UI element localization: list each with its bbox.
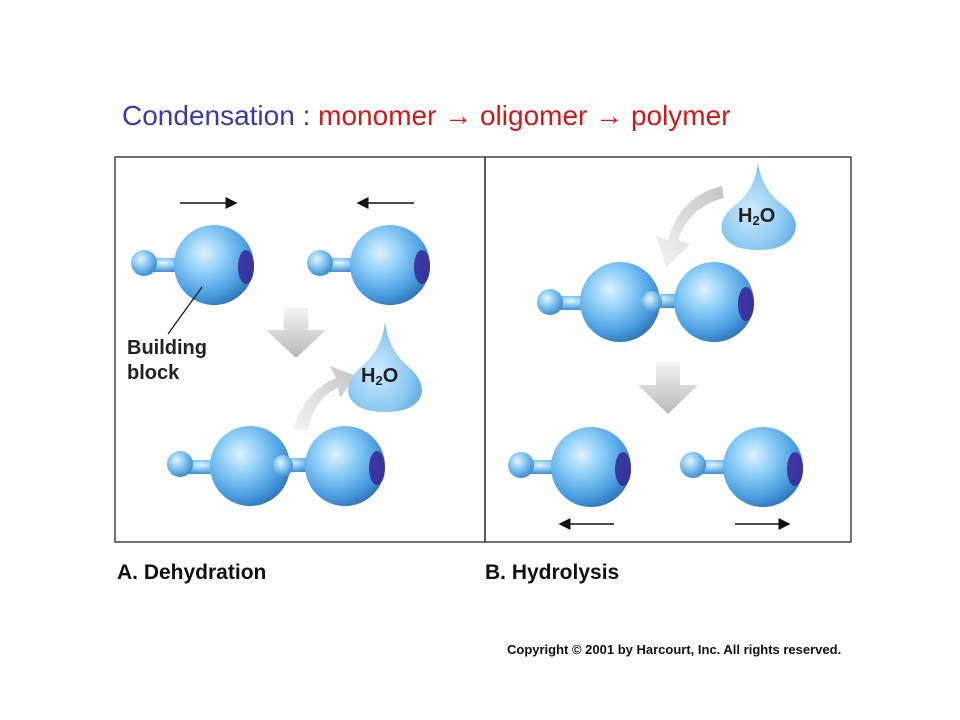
dimer-b — [537, 262, 754, 342]
building-block-line1: Building — [127, 337, 207, 359]
panel-b-frame — [484, 156, 852, 543]
curved-arrow-release-water — [292, 366, 356, 430]
title-arrow-1: → — [444, 100, 473, 131]
building-block-label: Building block — [127, 336, 207, 386]
copyright-notice: Copyright © 2001 by Harcourt, Inc. All r… — [507, 642, 842, 657]
building-block-line2: block — [127, 362, 180, 384]
monomer-b-left — [508, 427, 631, 507]
title-arrow-2: → — [595, 100, 624, 131]
diagram-title: Condensation : monomer → oligomer → poly… — [122, 100, 731, 132]
water-drop-a — [348, 322, 422, 412]
water-b-sub: 2 — [752, 213, 760, 228]
title-monomer: monomer — [318, 100, 437, 131]
water-a-sub: 2 — [375, 373, 383, 388]
monomer-a-right — [307, 225, 430, 305]
water-a-h: H — [361, 365, 376, 387]
monomer-a-left — [131, 225, 254, 305]
title-separator: : — [302, 100, 311, 131]
water-a-o: O — [382, 365, 399, 387]
title-oligomer: oligomer — [479, 100, 588, 131]
dimer-a — [167, 426, 385, 506]
water-label-b: H2O — [738, 205, 775, 228]
down-arrow-a — [266, 308, 326, 358]
down-arrow-b — [638, 362, 698, 414]
monomer-b-right — [680, 427, 803, 507]
title-polymer: polymer — [630, 100, 731, 131]
water-b-h: H — [738, 205, 753, 227]
building-block-pointer — [167, 286, 203, 335]
water-label-a: H2O — [361, 365, 398, 388]
caption-dehydration: A. Dehydration — [117, 561, 267, 584]
curved-arrow-add-water — [656, 186, 724, 268]
caption-hydrolysis: B. Hydrolysis — [485, 561, 620, 584]
water-b-o: O — [759, 205, 776, 227]
water-drop-b — [721, 163, 796, 250]
title-condensation: Condensation — [122, 100, 295, 131]
